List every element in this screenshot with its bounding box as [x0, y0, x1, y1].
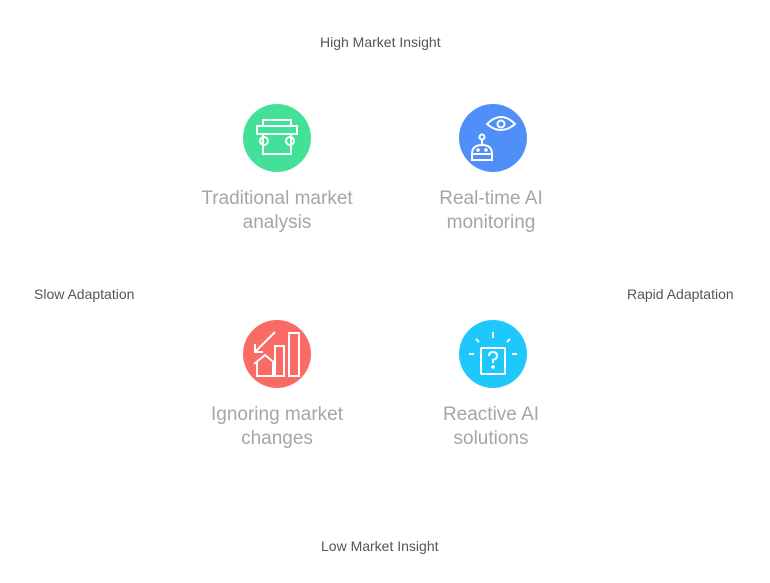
- label-line: Real-time AI: [439, 188, 543, 209]
- axis-label-left: Slow Adaptation: [34, 286, 135, 302]
- label-line: Traditional market: [201, 188, 353, 209]
- axis-label-bottom: Low Market Insight: [321, 538, 439, 554]
- quadrant-label-ignoring: Ignoring market changes: [177, 403, 377, 451]
- axis-label-top: High Market Insight: [320, 34, 441, 50]
- quadrant-label-reactive: Reactive AI solutions: [391, 403, 591, 451]
- question-alert-icon: [459, 320, 527, 388]
- quadrant-label-realtime: Real-time AI monitoring: [391, 187, 591, 235]
- tram-icon: [243, 104, 311, 172]
- declining-chart-icon: [243, 320, 311, 388]
- label-line: monitoring: [446, 212, 536, 233]
- axis-label-right: Rapid Adaptation: [627, 286, 734, 302]
- label-line: Ignoring market: [210, 404, 343, 425]
- label-line: analysis: [242, 212, 312, 233]
- label-line: changes: [241, 428, 313, 449]
- robot-eye-icon: [459, 104, 527, 172]
- label-line: Reactive AI: [442, 404, 540, 425]
- label-line: solutions: [453, 428, 529, 449]
- quadrant-label-traditional: Traditional market analysis: [177, 187, 377, 235]
